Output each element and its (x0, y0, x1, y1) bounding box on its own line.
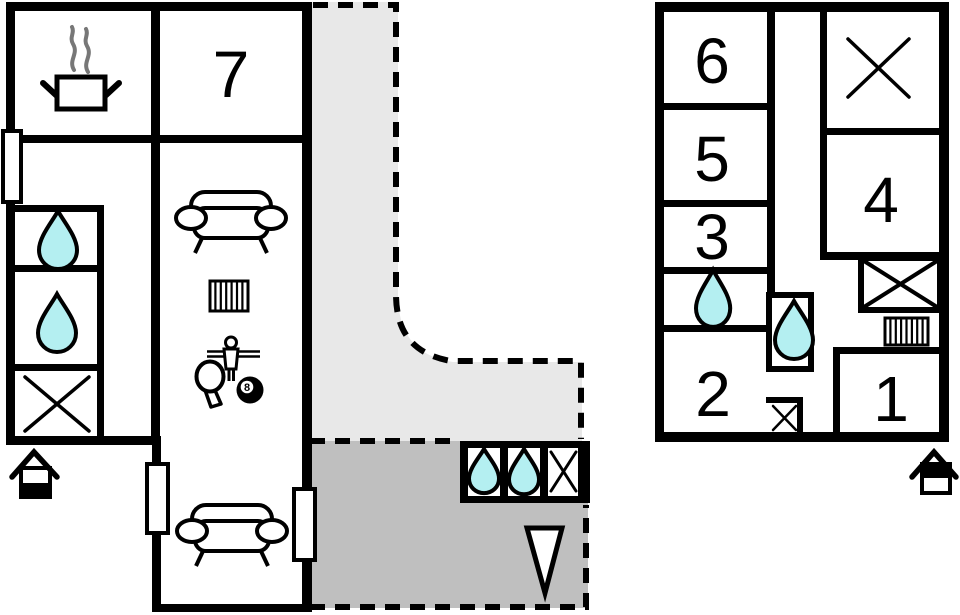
room-1-label: 1 (873, 363, 909, 435)
wall-segment (655, 2, 664, 442)
window-marker (1, 129, 23, 204)
wall-segment (655, 200, 767, 207)
wall-segment (827, 128, 939, 135)
room-3-label: 3 (694, 201, 730, 273)
entrance-house-icon (9, 447, 60, 499)
ground-floor-plan: 7 (1, 2, 590, 612)
bathroom-column (9, 205, 104, 445)
outdoor-bathroom-block (460, 441, 590, 503)
wall-segment (6, 135, 312, 143)
wall-segment (820, 2, 827, 259)
wall-segment (766, 397, 803, 403)
door-window-marker (292, 487, 317, 562)
steam-icon (69, 25, 77, 72)
triangle-marker-icon (523, 525, 566, 603)
steam-icon (83, 27, 91, 74)
annex-room (145, 436, 317, 612)
wall-segment (302, 2, 312, 445)
wall-segment (833, 347, 948, 354)
upper-floor-plan: 6 5 3 2 4 1 (655, 2, 959, 495)
wall-segment (939, 2, 949, 442)
upper-bathroom-block (766, 292, 815, 372)
entrance-house-icon (909, 447, 959, 495)
eight-ball-label: 8 (244, 382, 250, 394)
billiard-8-ball-icon: 8 (236, 376, 264, 404)
wall-segment (797, 397, 803, 440)
table-tennis-paddle-icon (194, 359, 226, 409)
wall-segment (151, 2, 160, 445)
room-7-label: 7 (213, 37, 250, 111)
cooking-pot-icon (40, 74, 122, 112)
room-4-label: 4 (863, 164, 899, 236)
wall-segment (833, 347, 840, 442)
wall-segment (9, 364, 104, 371)
wall-segment (655, 103, 767, 110)
main-building: 7 (1, 2, 312, 445)
cross-window-icon (846, 37, 911, 99)
radiator-icon (883, 316, 930, 347)
cross-window-icon (23, 375, 91, 433)
open-terrace-dashed-boundary (310, 438, 589, 610)
crossed-wardrobe-icon (858, 255, 943, 313)
room-5-label: 5 (694, 123, 730, 195)
cross-window-icon (771, 404, 798, 432)
room-6-label: 6 (694, 25, 730, 97)
wall-segment (152, 604, 312, 612)
wall-segment (767, 2, 775, 294)
table-football-player-icon (207, 335, 260, 381)
door-window-marker (145, 462, 170, 535)
radiator-icon (208, 279, 250, 313)
wall-segment (9, 205, 104, 212)
kitchen (40, 25, 122, 112)
open-terrace (310, 438, 590, 610)
covered-terrace (312, 2, 584, 441)
room-2-label: 2 (695, 358, 731, 430)
wall-segment (97, 205, 104, 445)
cross-window-icon (549, 450, 578, 493)
covered-terrace-area (312, 2, 582, 441)
wall-segment (655, 2, 949, 12)
wall-segment (6, 2, 15, 445)
games-icons: 8 (194, 335, 264, 409)
